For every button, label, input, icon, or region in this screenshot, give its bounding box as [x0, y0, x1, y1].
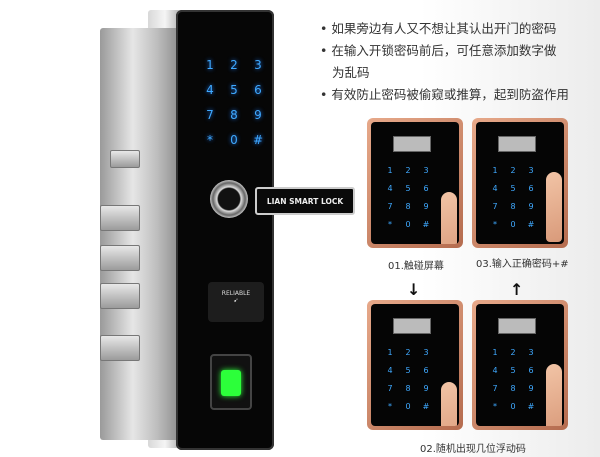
- screen-key: #: [422, 220, 430, 229]
- step-image: 1 2 3 4 5 6 7 8 9 * 0 #: [472, 300, 568, 430]
- arrow-up-icon: ↑: [510, 280, 524, 299]
- lock-keypad: 1 2 3 4 5 6 7 8 9 * 0 #: [198, 58, 270, 147]
- keypad-key: #: [252, 133, 264, 147]
- screen-key: 8: [405, 202, 411, 211]
- keypad-key: 5: [230, 83, 238, 97]
- finger-image: [546, 364, 562, 426]
- deadbolt: [100, 205, 140, 231]
- keypad-key: 9: [254, 108, 262, 122]
- screen-key: *: [493, 402, 497, 411]
- screen-key: 8: [510, 202, 516, 211]
- step-1-caption: 01.触碰屏幕: [388, 261, 444, 272]
- screen-key: 7: [492, 384, 498, 393]
- screen-key: 2: [405, 348, 411, 357]
- screen-key: 5: [510, 366, 516, 375]
- deadbolt: [100, 245, 140, 271]
- screen-key: 1: [387, 348, 393, 357]
- screen-key: 9: [528, 202, 534, 211]
- screen-key: #: [422, 402, 430, 411]
- lock-backplate: [100, 28, 182, 440]
- screen-key: 3: [528, 348, 534, 357]
- screen-key: 5: [405, 366, 411, 375]
- keypad-key: 0: [230, 133, 238, 147]
- screen-key: *: [388, 402, 392, 411]
- keypad-key: 2: [230, 58, 238, 72]
- finger-image: [441, 382, 457, 426]
- screen-key: 6: [528, 184, 534, 193]
- screen-key: 1: [387, 166, 393, 175]
- keypad-key: 4: [206, 83, 214, 97]
- handle-brand: LIAN SMART LOCK: [266, 196, 344, 206]
- screen-key: 6: [423, 366, 429, 375]
- screen-key: 0: [405, 402, 411, 411]
- finger-image: [546, 172, 562, 242]
- lock-handle: LIAN SMART LOCK: [255, 187, 355, 215]
- screen-key: 4: [387, 366, 393, 375]
- step-2-caption: 02.随机出现几位浮动码: [420, 444, 526, 455]
- screen-key: 3: [423, 166, 429, 175]
- screen-key: 9: [528, 384, 534, 393]
- step-image: 1 2 3 4 5 6 7 8 9 * 0 #: [367, 300, 463, 430]
- screen-key: 8: [405, 384, 411, 393]
- screen-key: 6: [423, 184, 429, 193]
- screen-key: 1: [492, 166, 498, 175]
- arrow-down-icon: ↓: [407, 280, 421, 299]
- keypad-key: 6: [254, 83, 262, 97]
- screen-key: 2: [510, 166, 516, 175]
- screen-key: 1: [492, 348, 498, 357]
- feature-item: • 在输入开锁密码前后，可任意添加数字做: [320, 43, 557, 58]
- deadbolt: [100, 283, 140, 309]
- screen-key: #: [527, 402, 535, 411]
- feature-item: • 有效防止密码被偷窥或推算，起到防盗作用: [320, 87, 569, 102]
- screen-key: 4: [387, 184, 393, 193]
- screen-key: 4: [492, 366, 498, 375]
- screen-key: 4: [492, 184, 498, 193]
- step-image: 1 2 3 4 5 6 7 8 9 * 0 #: [367, 118, 463, 248]
- keypad-key: 8: [230, 108, 238, 122]
- reader-label: RELIABLE: [221, 290, 251, 297]
- screen-key: 7: [387, 202, 393, 211]
- screen-key: 2: [405, 166, 411, 175]
- screen-key: 7: [492, 202, 498, 211]
- screen-key: 9: [423, 384, 429, 393]
- screen-key: 6: [528, 366, 534, 375]
- feature-item: • 如果旁边有人又不想让其认出开门的密码: [320, 21, 557, 36]
- feature-list: • 如果旁边有人又不想让其认出开门的密码 • 在输入开锁密码前后，可任意添加数字…: [320, 18, 569, 106]
- feature-item: 为乱码: [332, 65, 370, 80]
- screen-key: *: [388, 220, 392, 229]
- screen-key: 3: [423, 348, 429, 357]
- card-reader: RELIABLE➹: [208, 282, 264, 322]
- screen-key: 5: [510, 184, 516, 193]
- finger-image: [441, 192, 457, 244]
- step-image: 1 2 3 4 5 6 7 8 9 * 0 #: [472, 118, 568, 248]
- screen-key: 3: [528, 166, 534, 175]
- deadbolt: [100, 335, 140, 361]
- screen-key: *: [493, 220, 497, 229]
- step-3-caption: 03.输入正确密码+#: [476, 259, 569, 270]
- screen-key: 2: [510, 348, 516, 357]
- screen-key: 9: [423, 202, 429, 211]
- screen-key: #: [527, 220, 535, 229]
- screen-key: 8: [510, 384, 516, 393]
- screen-key: 0: [405, 220, 411, 229]
- keypad-key: 1: [206, 58, 214, 72]
- keypad-key: *: [207, 133, 213, 147]
- screen-key: 0: [510, 220, 516, 229]
- keypad-key: 3: [254, 58, 262, 72]
- fingerprint-sensor: [210, 354, 252, 410]
- screen-key: 7: [387, 384, 393, 393]
- key-cylinder: [210, 180, 248, 218]
- screen-key: 5: [405, 184, 411, 193]
- keypad-key: 7: [206, 108, 214, 122]
- latch: [110, 150, 140, 168]
- card-icon: ➹: [233, 297, 239, 304]
- screen-key: 0: [510, 402, 516, 411]
